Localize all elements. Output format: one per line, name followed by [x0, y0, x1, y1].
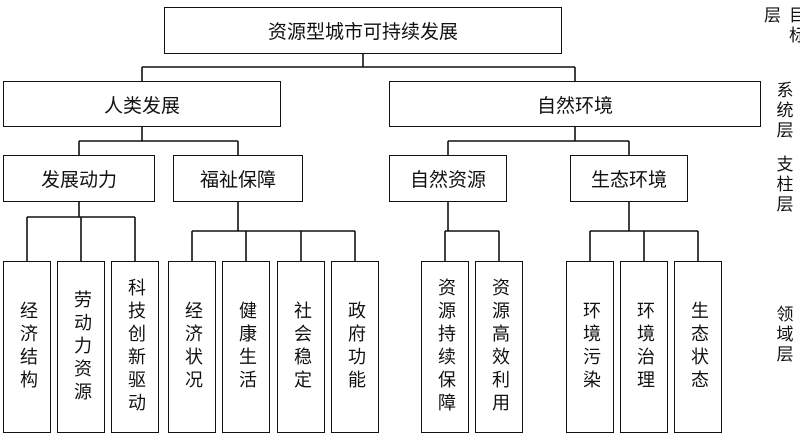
- domain-box-government-function: 政府功能: [331, 261, 379, 433]
- pillar-box-ecological-environment: 生态环境: [570, 155, 688, 202]
- level-label-pillar: 支柱层: [772, 155, 793, 215]
- domain-box-healthy-life: 健康生活: [222, 261, 270, 433]
- domain-box-resource-security: 资源持续保障: [421, 261, 469, 433]
- system-box-human-development: 人类发展: [3, 81, 281, 127]
- domain-box-technology-innovation: 科技创新驱动: [111, 261, 159, 433]
- level-label-system: 系统层: [772, 81, 793, 141]
- system-box-natural-environment: 自然环境: [389, 81, 761, 127]
- pillar-box-development-drive: 发展动力: [3, 155, 155, 202]
- domain-box-environmental-pollution: 环境污染: [566, 261, 614, 433]
- pillar-box-welfare: 福祉保障: [173, 155, 303, 202]
- pillar-box-natural-resources: 自然资源: [389, 155, 507, 202]
- level-label-domain: 领域层: [772, 305, 793, 365]
- domain-box-economic-structure: 经济结构: [3, 261, 51, 433]
- domain-box-environmental-governance: 环境治理: [620, 261, 668, 433]
- level-label-goal: 目标层: [760, 6, 800, 46]
- domain-box-resource-efficiency: 资源高效利用: [475, 261, 523, 433]
- domain-box-economic-status: 经济状况: [168, 261, 216, 433]
- domain-box-ecological-state: 生态状态: [674, 261, 722, 433]
- domain-box-social-stability: 社会稳定: [277, 261, 325, 433]
- domain-box-labor-resources: 劳动力资源: [57, 261, 105, 433]
- goal-box: 资源型城市可持续发展: [164, 7, 562, 54]
